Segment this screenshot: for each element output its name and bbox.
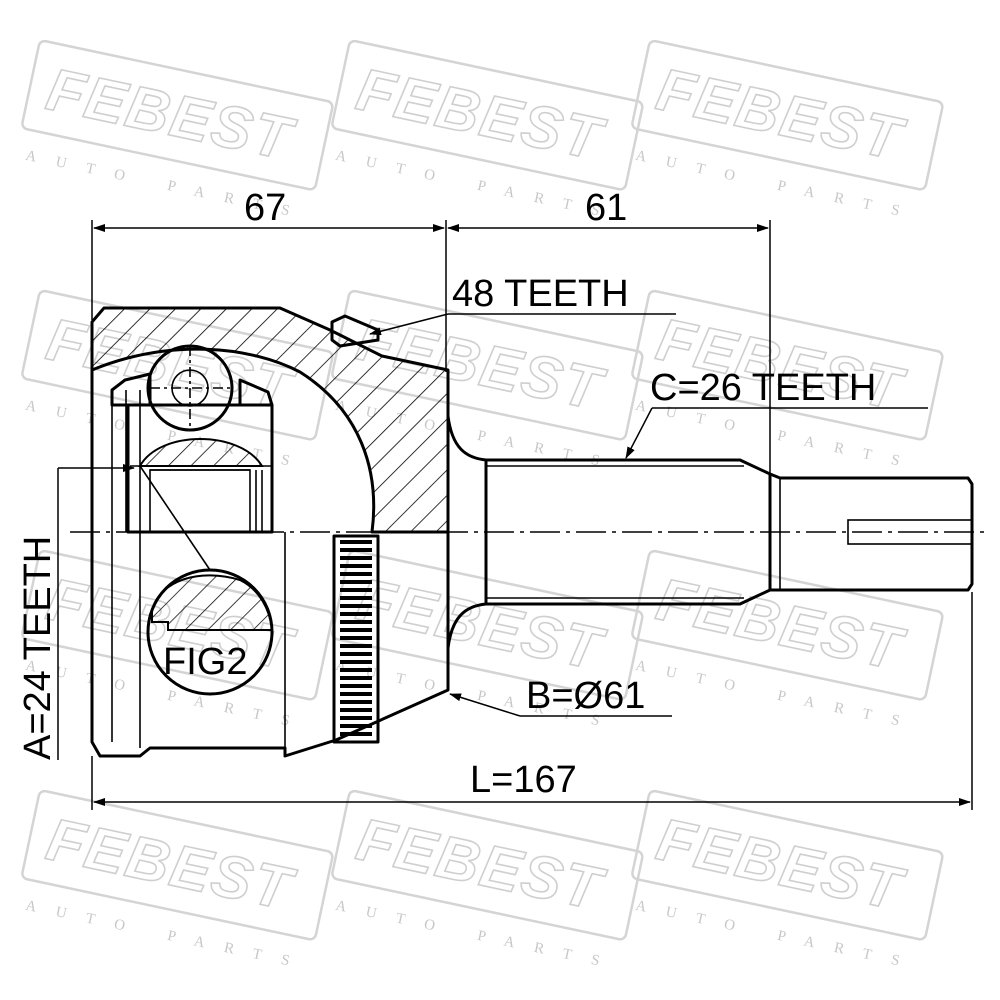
inner-spline-block [149,469,251,533]
dim-67-label: 67 [244,187,286,229]
svg-text:FEBEST: FEBEST [351,805,610,923]
abs-tooth [340,716,372,720]
abs-tooth [340,668,372,672]
watermark: FEBEST AUTO PARTS FEBEST AUTO PARTS FEBE… [21,39,944,974]
svg-text:FEBEST: FEBEST [351,55,610,173]
abs-tooth [340,644,372,648]
fig2-hatch [151,574,274,631]
abs-tooth [340,556,372,560]
watermark-11: FEBEST AUTO PARTS [331,789,644,974]
abs-tooth [340,652,372,656]
total-length-label: L=167 [470,759,577,801]
abs-tooth [340,700,372,704]
abs-tooth [340,620,372,624]
abs-tooth [340,580,372,584]
watermark-12: FEBEST AUTO PARTS [631,789,944,974]
watermark-3: FEBEST AUTO PARTS [631,39,944,224]
fig2-leader [139,465,211,571]
inner-teeth-label: A=24 TEETH [17,536,59,760]
housing-lower-outline [90,532,450,758]
svg-text:FEBEST: FEBEST [351,565,610,683]
dim-outer-length: 67 [91,187,447,372]
abs-ring [332,534,380,744]
svg-text:FEBEST: FEBEST [651,55,910,173]
svg-text:FEBEST: FEBEST [41,805,300,923]
outer-teeth-label: 48 TEETH [452,273,629,315]
abs-tooth [340,596,372,600]
abs-tooth [340,564,372,568]
abs-tooth [340,732,372,736]
shaft-keyway [847,519,973,545]
abs-tooth [340,628,372,632]
callout-inner-teeth: A=24 TEETH [17,464,135,760]
callout-outer-teeth: 48 TEETH [369,273,676,336]
shaft-spline-body [486,458,772,606]
abs-tooth [340,604,372,608]
outer-teeth-tab [330,314,380,348]
abs-tooth [340,612,372,616]
abs-tooth [340,676,372,680]
fig2-detail: FIG2 [139,465,274,696]
watermark-10: FEBEST AUTO PARTS [21,789,334,974]
cage-outline [110,372,152,407]
fig2-label: FIG2 [163,641,247,683]
dim-shaft-length: 61 [447,187,771,474]
ball [146,344,234,432]
watermark-9: FEBEST AUTO PARTS [631,549,944,734]
svg-text:FEBEST: FEBEST [651,565,910,683]
svg-text:FEBEST: FEBEST [41,55,300,173]
abs-tooth [340,684,372,688]
diameter-label: B=Ø61 [526,675,645,717]
callout-diameter: B=Ø61 [449,675,672,717]
callout-shaft-teeth: C=26 TEETH [625,367,928,459]
abs-tooth [340,540,372,544]
svg-text:FEBEST: FEBEST [651,805,910,923]
abs-tooth [340,692,372,696]
shaft-teeth-label: C=26 TEETH [650,367,876,409]
abs-tooth [340,548,372,552]
abs-tooth [340,588,372,592]
abs-ring-teeth [340,540,372,736]
dim-total-length: L=167 [91,592,973,810]
abs-tooth [340,572,372,576]
inner-race-section [138,438,264,467]
abs-tooth [340,636,372,640]
abs-tooth [340,660,372,664]
abs-tooth [340,724,372,728]
abs-tooth [340,708,372,712]
dim-61-label: 61 [585,187,627,229]
shaft [446,415,974,649]
